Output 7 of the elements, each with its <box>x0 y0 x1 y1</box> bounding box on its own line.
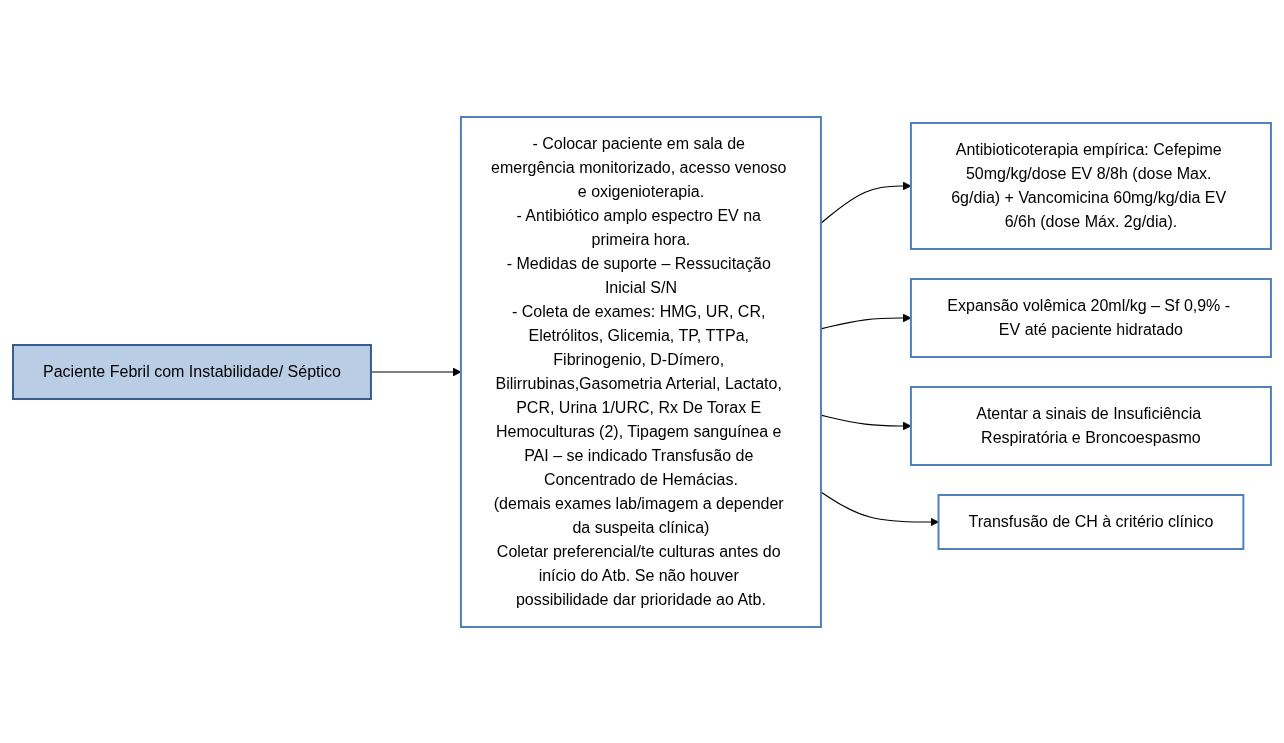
arrow <box>820 490 939 526</box>
node-box: Transfusão de CH à critério clínico <box>937 493 1245 550</box>
node-box: Antibioticoterapia empírica: Cefepime 50mg/kg/dose EV 8/8h (dose Max. 6g/dia) + Vancomicina 60mg/kg/dia EV 6/6h (dose Máx. 2g/dia). <box>909 121 1272 250</box>
node-box: Paciente Febril com Instabilidade/ Séptico <box>12 343 372 400</box>
node-box: - Colocar paciente em sala de emergência monitorizado, acesso venoso e oxigenioterapia. - Antibiótico amplo espectro EV na primeira hora. - Medidas de suporte – Ressucitação Inicial S/N - Coleta de exames: HMG, UR, CR, Eletrólitos, Glicemia, TP, TTPa, Fibrinogenio, D-Dímero, Bilirrubinas,Gasometria Arterial, Lactato, PCR, Urina 1/URC, Rx De Torax E Hemoculturas (2), Tipagem sanguínea e PAI – se indicado Transfusão de Concentrado de Hemácias. (demais exames lab/imagem a depender da suspeita clínica) Coletar preferencial/te culturas antes do início do Atb. Se não houver possibilidade dar prioridade ao Atb. <box>459 115 822 628</box>
node-box: Atentar a sinais de Insuficiência Respiratória e Broncoespasmo <box>909 385 1272 466</box>
node-box: Expansão volêmica 20ml/kg – Sf 0,9% - EV até paciente hidratado <box>909 277 1272 358</box>
